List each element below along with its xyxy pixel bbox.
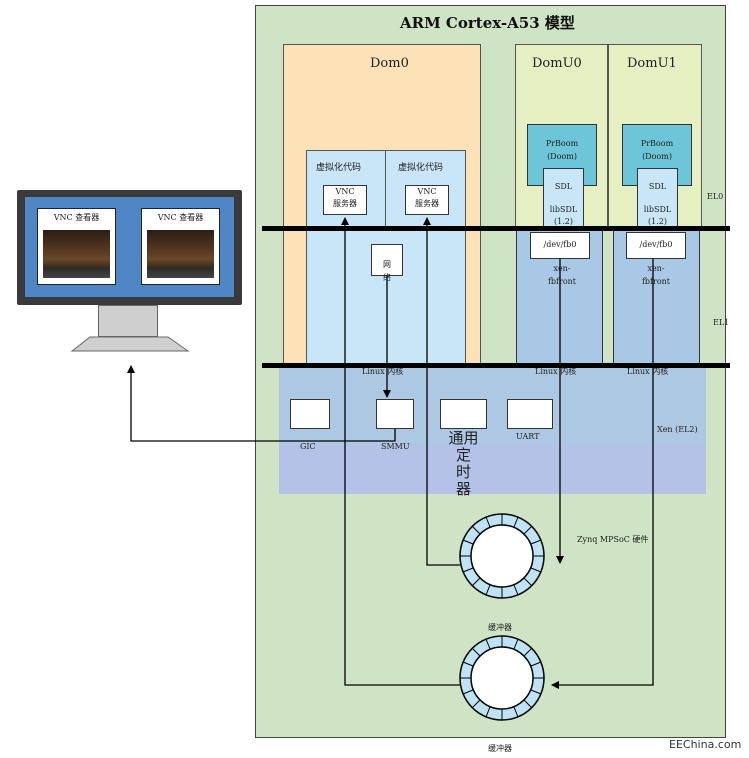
buffer-2-label: 缓冲器 xyxy=(488,744,512,753)
domU1-kernel-label: Linux 内核 xyxy=(627,367,669,376)
buffer-ring-1 xyxy=(459,513,545,599)
domU1-libsdl-label: libSDL (1.2) xyxy=(643,205,672,226)
virt-code-left-label: 虚拟化代码 xyxy=(316,163,362,173)
network-box xyxy=(371,244,403,276)
dom0-kernel-label: Linux 内核 xyxy=(362,367,404,376)
vnc-server-left xyxy=(323,185,367,215)
vnc-server-right xyxy=(405,185,449,215)
timer-box xyxy=(440,399,487,429)
domU1-prboom-label: PrBoom (Doom) xyxy=(640,139,674,161)
gic-label: GIC xyxy=(300,442,316,451)
el1-el2-separator xyxy=(262,363,730,368)
smmu-label: SMMU xyxy=(381,442,410,451)
domU1-fb-label: /dev/fb0 xyxy=(639,240,673,249)
monitor-base xyxy=(70,336,190,352)
domU1-label: DomU1 xyxy=(627,56,677,71)
domU1-fb-box xyxy=(626,232,686,259)
uart-label: UART xyxy=(516,432,540,441)
arrow-buffer2-to-vnc-left xyxy=(341,217,460,686)
domU0-sdl-box xyxy=(543,168,584,229)
domU0-label: DomU0 xyxy=(532,56,582,71)
vnc-viewer-1-label: VNC 查看器 xyxy=(53,213,100,222)
el0-label: EL0 xyxy=(707,192,724,201)
uart-box xyxy=(507,399,553,429)
domU1-xenfb-label: xen- fbfront xyxy=(641,264,671,286)
watermark: EEChina.com xyxy=(669,738,742,751)
domU1-sdl-label: SDL xyxy=(648,182,667,191)
smmu-box xyxy=(376,399,414,429)
arrow-smmu-to-monitor xyxy=(127,365,396,442)
doom-screenshot-2 xyxy=(147,230,214,278)
el0-el1-separator xyxy=(262,226,730,231)
vnc-server-left-label: VNC 服务器 xyxy=(333,187,357,208)
domU0-libsdl-label: libSDL (1.2) xyxy=(549,205,578,226)
buffer-1-label: 缓冲器 xyxy=(488,623,512,632)
domU0-prboom-label: PrBoom (Doom) xyxy=(545,139,579,161)
vnc-server-right-label: VNC 服务器 xyxy=(415,187,439,208)
timer-label: 通用 定 时 器 xyxy=(448,429,479,498)
xen-label: Xen (EL2) xyxy=(657,425,698,434)
domU0-kernel-label: Linux 内核 xyxy=(535,367,577,376)
xen-layer-lower xyxy=(279,445,706,494)
arrow-buffer1-to-vnc-right xyxy=(423,217,460,566)
arrow-domU1-to-buffer2 xyxy=(551,259,654,689)
domU0-fb-label: /dev/fb0 xyxy=(543,240,577,249)
gic-box xyxy=(290,399,330,429)
vnc-viewer-2-label: VNC 查看器 xyxy=(157,213,204,222)
domU0-fb-box xyxy=(530,232,590,259)
buffer-ring-2 xyxy=(459,635,545,721)
dom0-label: Dom0 xyxy=(370,56,409,71)
model-title: ARM Cortex-A53 模型 xyxy=(400,14,575,32)
doom-screenshot-1 xyxy=(43,230,110,278)
el1-label: EL1 xyxy=(713,318,730,327)
hardware-label: Zynq MPSoC 硬件 xyxy=(577,535,649,544)
domU0-sdl-label: SDL xyxy=(554,182,573,191)
dom0-virt-divider xyxy=(385,150,386,228)
monitor-neck xyxy=(98,305,158,337)
virt-code-right-label: 虚拟化代码 xyxy=(398,163,444,173)
domU0-xenfb-label: xen- fbfront xyxy=(547,264,577,286)
